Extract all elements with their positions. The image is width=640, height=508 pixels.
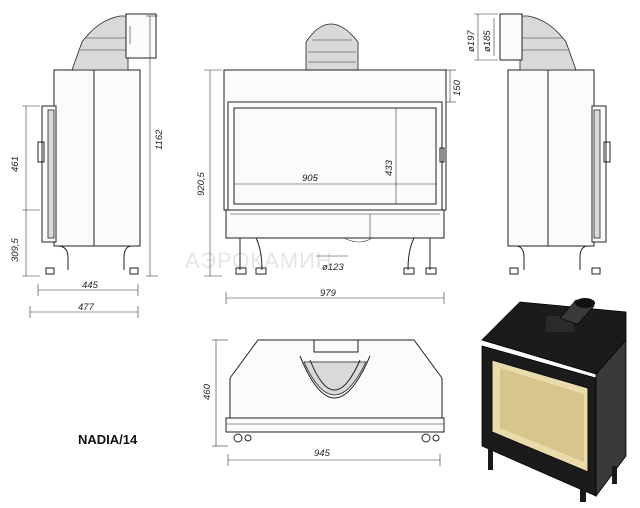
dim-477: 477 [78, 302, 95, 313]
dim-150: 150 [452, 79, 463, 96]
dim-460: 460 [202, 383, 213, 400]
dim-461: 461 [10, 156, 21, 172]
top-view [212, 339, 445, 466]
dim-197: ø197 [466, 30, 477, 52]
dim-185: ø185 [482, 30, 493, 52]
dim-433: 433 [384, 159, 395, 176]
model-title: NADIA/14 [78, 432, 138, 447]
front-view [204, 23, 456, 304]
dim-945: 945 [314, 448, 331, 459]
dim-445: 445 [82, 280, 99, 291]
dim-309-5: 309,5 [10, 238, 21, 262]
right-side-view [474, 13, 611, 275]
left-side-view [22, 13, 158, 318]
dim-905: 905 [302, 173, 319, 184]
dim-979: 979 [320, 288, 337, 299]
dim-1162: 1162 [154, 129, 165, 150]
dim-123: ø123 [322, 262, 344, 273]
watermark: АЭРОКАМИН [185, 248, 333, 273]
dim-920-5: 920,5 [196, 172, 207, 196]
fireplace-render [481, 298, 627, 502]
